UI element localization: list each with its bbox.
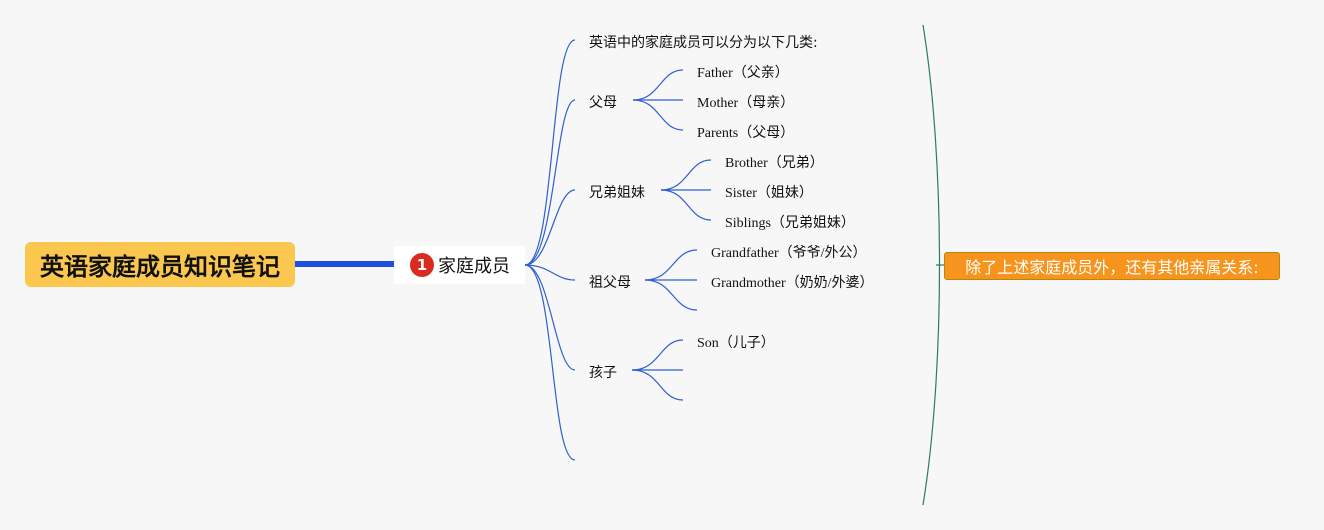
leaf-label: Parents（父母） [697, 126, 795, 141]
parents-item-parents[interactable]: Parents（父母） [697, 122, 794, 142]
intro-topic-label: 英语中的家庭成员可以分为以下几类: [589, 35, 818, 51]
siblings-curves [660, 159, 712, 221]
siblings-topic[interactable]: 兄弟姐妹 [589, 182, 645, 202]
leaf-label: Grandfather（爷爷/外公） [711, 246, 867, 261]
grandparents-item-grandmother[interactable]: Grandmother（奶奶/外婆） [711, 272, 874, 292]
main-branch-curves [524, 39, 576, 461]
leaf-label: Son（儿子） [697, 336, 775, 351]
leaf-label: Father（父亲） [697, 66, 789, 81]
parents-item-mother[interactable]: Mother（母亲） [697, 92, 794, 112]
root-topic-label: 英语家庭成员知识笔记 [40, 253, 280, 281]
parents-item-father[interactable]: Father（父亲） [697, 62, 789, 82]
grandparents-item-grandfather[interactable]: Grandfather（爷爷/外公） [711, 242, 867, 262]
children-curves [631, 339, 684, 401]
grandparents-curves [644, 249, 698, 311]
grandparents-topic[interactable]: 祖父母 [589, 272, 631, 292]
parents-topic[interactable]: 父母 [589, 92, 617, 112]
children-topic-label: 孩子 [589, 365, 617, 381]
parents-curves [632, 69, 684, 131]
leaf-label: Brother（兄弟） [725, 156, 824, 171]
siblings-item-sister[interactable]: Sister（姐妹） [725, 182, 813, 202]
siblings-topic-label: 兄弟姐妹 [589, 185, 645, 201]
children-item-son[interactable]: Son（儿子） [697, 332, 775, 352]
siblings-item-brother[interactable]: Brother（兄弟） [725, 152, 824, 172]
main-topic[interactable]: 1 家庭成员 [394, 246, 525, 284]
children-topic[interactable]: 孩子 [589, 362, 617, 382]
leaf-label: Mother（母亲） [697, 96, 795, 111]
priority-badge-icon: 1 [410, 253, 434, 277]
parents-topic-label: 父母 [589, 95, 617, 111]
summary-topic-label: 除了上述家庭成员外，还有其他亲属关系: [965, 258, 1259, 277]
siblings-item-siblings[interactable]: Siblings（兄弟姐妹） [725, 212, 855, 232]
summary-topic[interactable]: 除了上述家庭成员外，还有其他亲属关系: [944, 252, 1280, 280]
leaf-label: Sister（姐妹） [725, 186, 813, 201]
leaf-label: Siblings（兄弟姐妹） [725, 216, 855, 231]
leaf-label: Grandmother（奶奶/外婆） [711, 276, 874, 291]
intro-topic[interactable]: 英语中的家庭成员可以分为以下几类: [589, 32, 818, 52]
main-topic-label: 家庭成员 [438, 256, 510, 277]
root-topic[interactable]: 英语家庭成员知识笔记 [25, 242, 295, 287]
grandparents-topic-label: 祖父母 [589, 275, 631, 291]
